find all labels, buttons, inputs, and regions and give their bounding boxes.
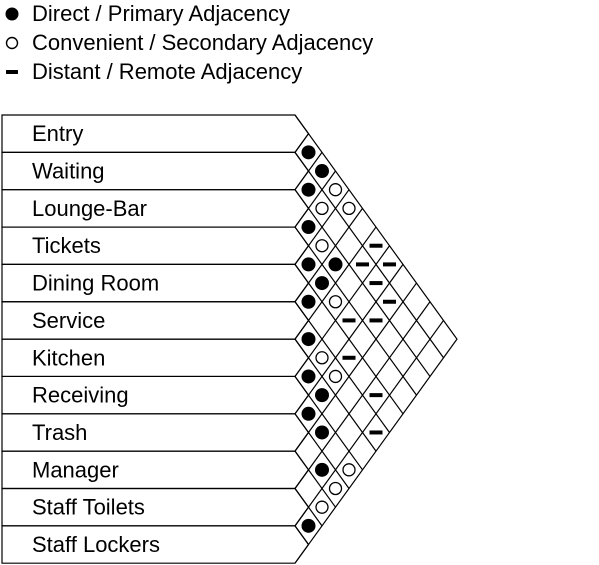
distant-dash-mark: [356, 262, 369, 267]
convenient-circle-mark: [328, 295, 343, 309]
direct-dot-mark: [301, 518, 316, 533]
direct-dot-mark: [315, 276, 329, 291]
distant-dash-mark: [369, 281, 383, 286]
convenient-circle-mark: [315, 201, 329, 216]
distant-dash-mark: [383, 262, 396, 267]
grid-line: [294, 301, 431, 489]
grid-line: [294, 450, 336, 508]
room-label: Tickets: [32, 233, 101, 258]
convenient-circle-mark: [342, 201, 356, 216]
grid-line: [294, 226, 377, 340]
convenient-circle-mark: [328, 481, 343, 496]
direct-dot-mark: [315, 388, 329, 403]
convenient-circle-mark: [315, 500, 329, 514]
grid-line: [294, 189, 350, 265]
filled-dot-icon: [5, 7, 19, 21]
room-label: Staff Lockers: [32, 532, 160, 557]
direct-dot-mark: [301, 406, 316, 421]
room-label: Receiving: [32, 383, 129, 408]
grid-line: [294, 170, 336, 228]
direct-dot-mark: [315, 462, 329, 477]
room-label: Lounge-Bar: [32, 196, 147, 221]
room-label: Waiting: [32, 159, 105, 184]
distant-dash-mark: [369, 430, 383, 435]
dash-icon: [6, 70, 18, 74]
grid-line: [294, 208, 363, 303]
distant-dash-mark: [369, 393, 383, 398]
legend-label: Distant / Remote Adjacency: [32, 59, 303, 84]
room-label: Trash: [32, 420, 87, 445]
direct-dot-mark: [301, 294, 316, 309]
grid-line: [294, 525, 309, 545]
distant-dash-mark: [342, 355, 356, 360]
room-label: Staff Toilets: [32, 495, 145, 520]
distant-dash-mark: [383, 299, 396, 304]
grid-line: [294, 301, 390, 433]
room-label: Dining Room: [32, 271, 159, 296]
room-label: Manager: [32, 457, 119, 482]
grid-line: [294, 151, 323, 191]
direct-dot-mark: [315, 425, 329, 440]
grid-line: [294, 376, 363, 471]
direct-dot-mark: [301, 220, 316, 235]
convenient-circle-mark: [328, 369, 343, 384]
grid-line: [294, 226, 417, 396]
direct-dot-mark: [301, 145, 316, 160]
direct-dot-mark: [301, 257, 316, 272]
grid-line: [294, 151, 444, 359]
distant-dash-mark: [369, 243, 383, 248]
room-label: Service: [32, 308, 105, 333]
legend-label: Convenient / Secondary Adjacency: [32, 30, 374, 55]
direct-dot-mark: [301, 332, 316, 347]
convenient-circle-mark: [342, 463, 356, 477]
direct-dot-mark: [328, 257, 343, 272]
grid-line: [294, 320, 444, 527]
grid-line: [294, 264, 404, 415]
room-label: Kitchen: [32, 345, 105, 370]
legend-label: Direct / Primary Adjacency: [32, 1, 290, 26]
distant-dash-mark: [342, 318, 356, 323]
convenient-circle-mark: [328, 183, 343, 197]
direct-dot-mark: [301, 369, 316, 384]
grid-line: [294, 282, 417, 452]
direct-dot-mark: [315, 164, 329, 179]
convenient-circle-mark: [315, 351, 329, 365]
grid-line: [294, 133, 309, 153]
direct-dot-mark: [301, 182, 316, 197]
room-label: Entry: [32, 121, 83, 146]
distant-dash-mark: [369, 318, 383, 323]
convenient-circle-mark: [315, 239, 329, 253]
grid-line: [294, 245, 390, 377]
open-circle-icon: [5, 36, 19, 50]
